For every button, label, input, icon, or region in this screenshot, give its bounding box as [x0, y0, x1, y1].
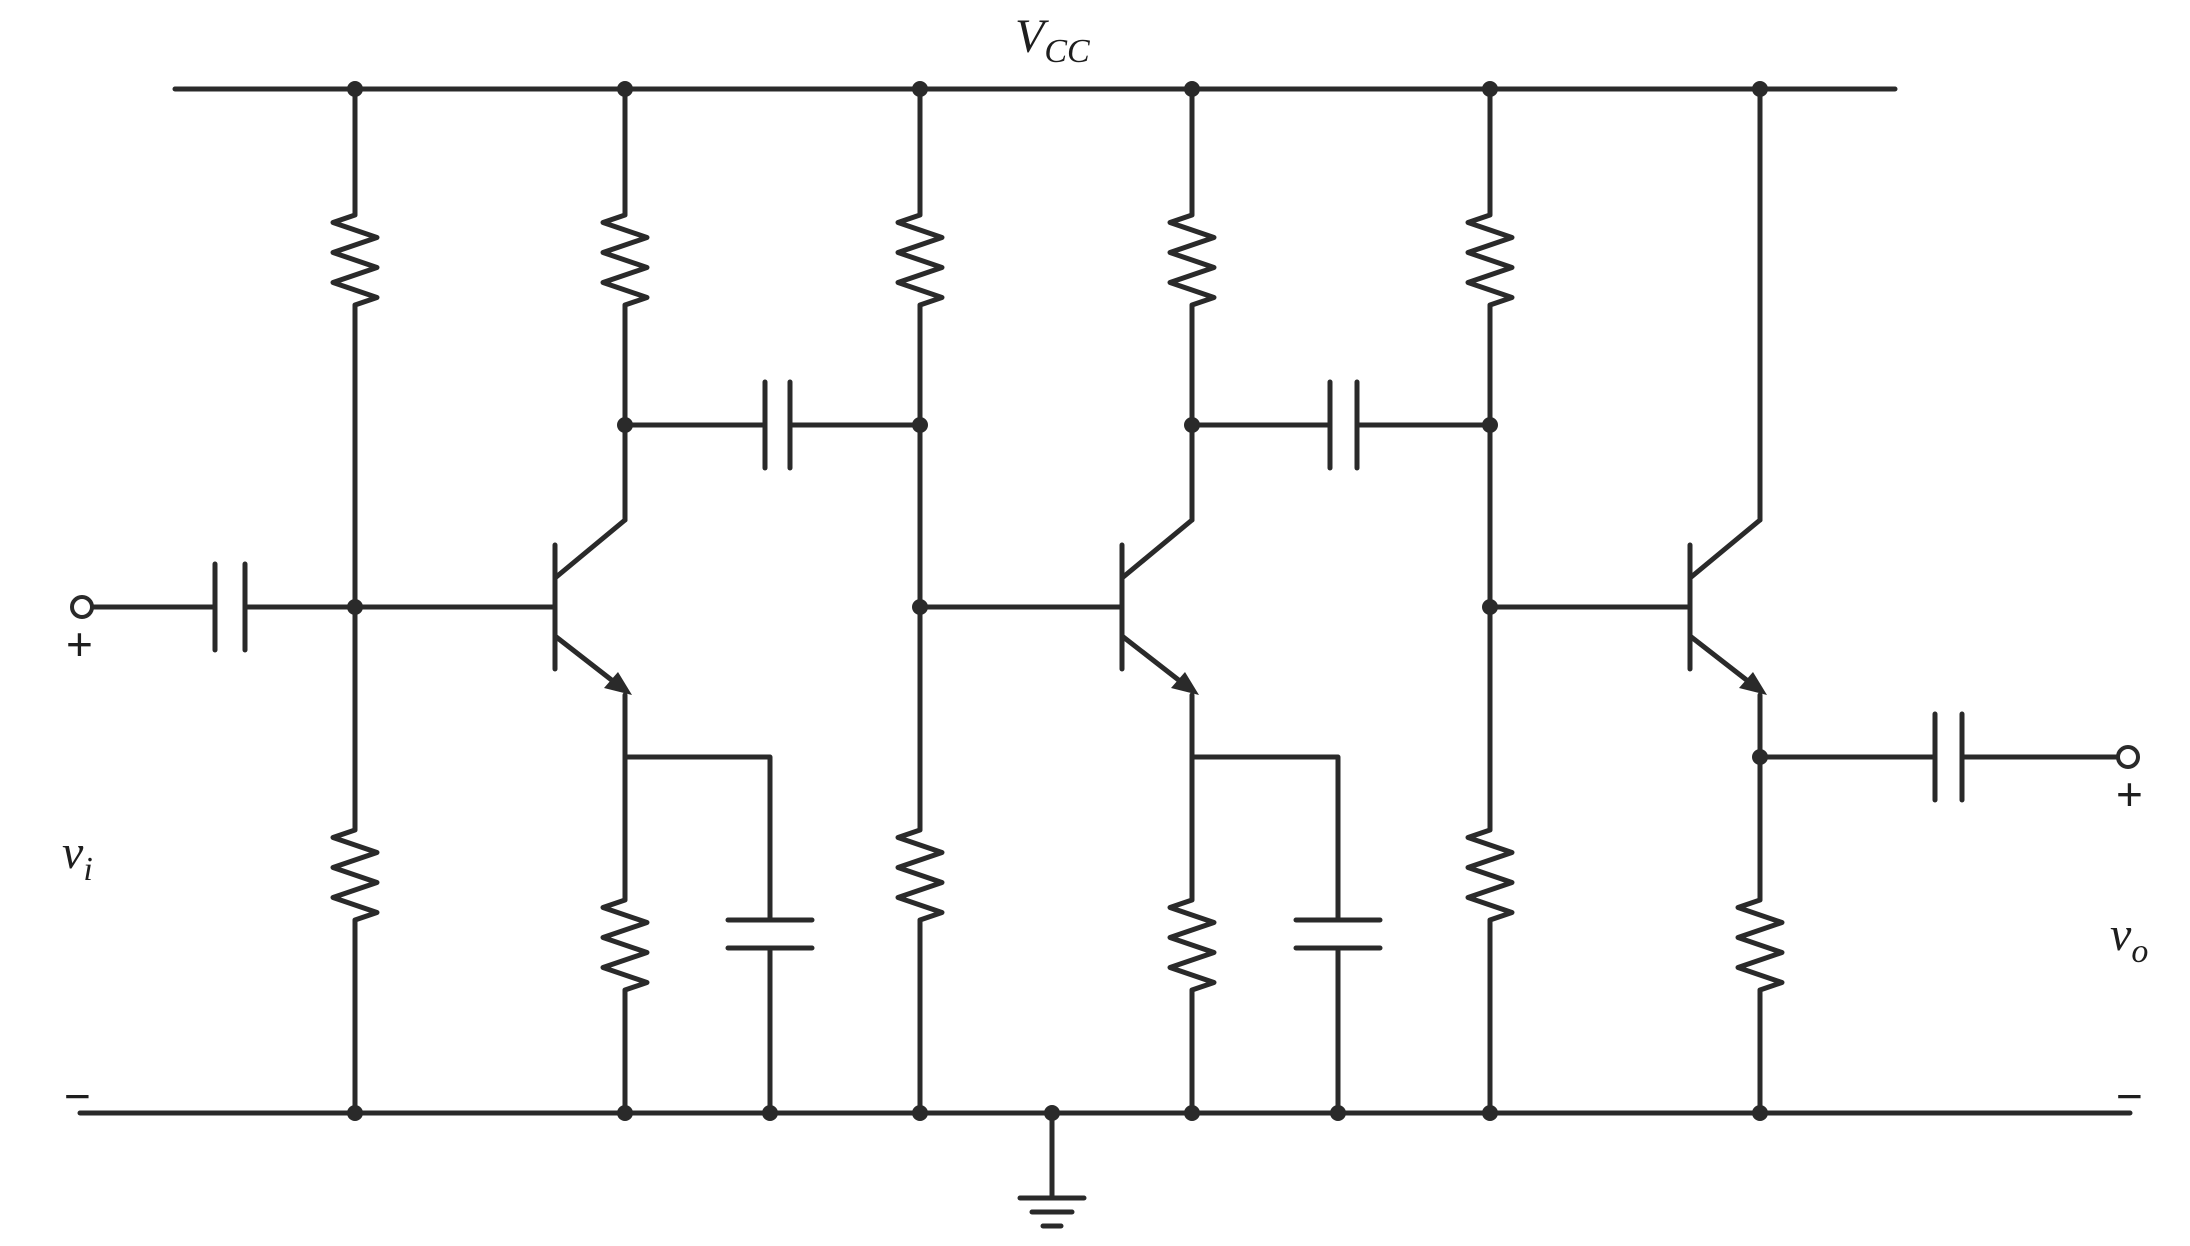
stage2-emitter-resistor	[1167, 754, 1217, 1116]
stage1-bias-divider	[330, 86, 380, 1116]
stage2-bias-divider	[895, 86, 945, 1116]
output-coupling-capacitor	[1757, 711, 2121, 803]
output-terminal	[2116, 745, 2140, 769]
stage1-collector-resistor	[600, 86, 650, 428]
interstage-coupling-capacitor-2	[1189, 379, 1493, 471]
output-minus-sign: −	[2116, 1070, 2143, 1122]
interstage-coupling-capacitor-1	[622, 379, 923, 471]
stage3-bias-divider	[1465, 86, 1515, 1116]
stage3-emitter-resistor	[1735, 754, 1785, 1116]
stage2-bypass-capacitor	[1189, 754, 1383, 1116]
vo-label: vo	[2110, 908, 2148, 970]
stage1-emitter-resistor	[600, 754, 650, 1116]
output-plus-sign: +	[2116, 768, 2143, 820]
stage3-transistor	[1487, 86, 1767, 760]
junction-dots	[347, 81, 1768, 1121]
stage2-collector-resistor	[1167, 86, 1217, 428]
input-plus-sign: +	[66, 618, 93, 670]
stage1-transistor	[352, 422, 632, 760]
stage1-bypass-capacitor	[622, 754, 815, 1116]
input-terminal	[70, 595, 358, 619]
vcc-label: VCC	[1015, 10, 1090, 70]
input-coupling-capacitor	[212, 561, 248, 653]
ground-symbol	[1017, 1110, 1087, 1229]
stage2-transistor	[917, 422, 1199, 760]
vi-label: vi	[62, 826, 93, 888]
input-minus-sign: −	[64, 1070, 91, 1122]
